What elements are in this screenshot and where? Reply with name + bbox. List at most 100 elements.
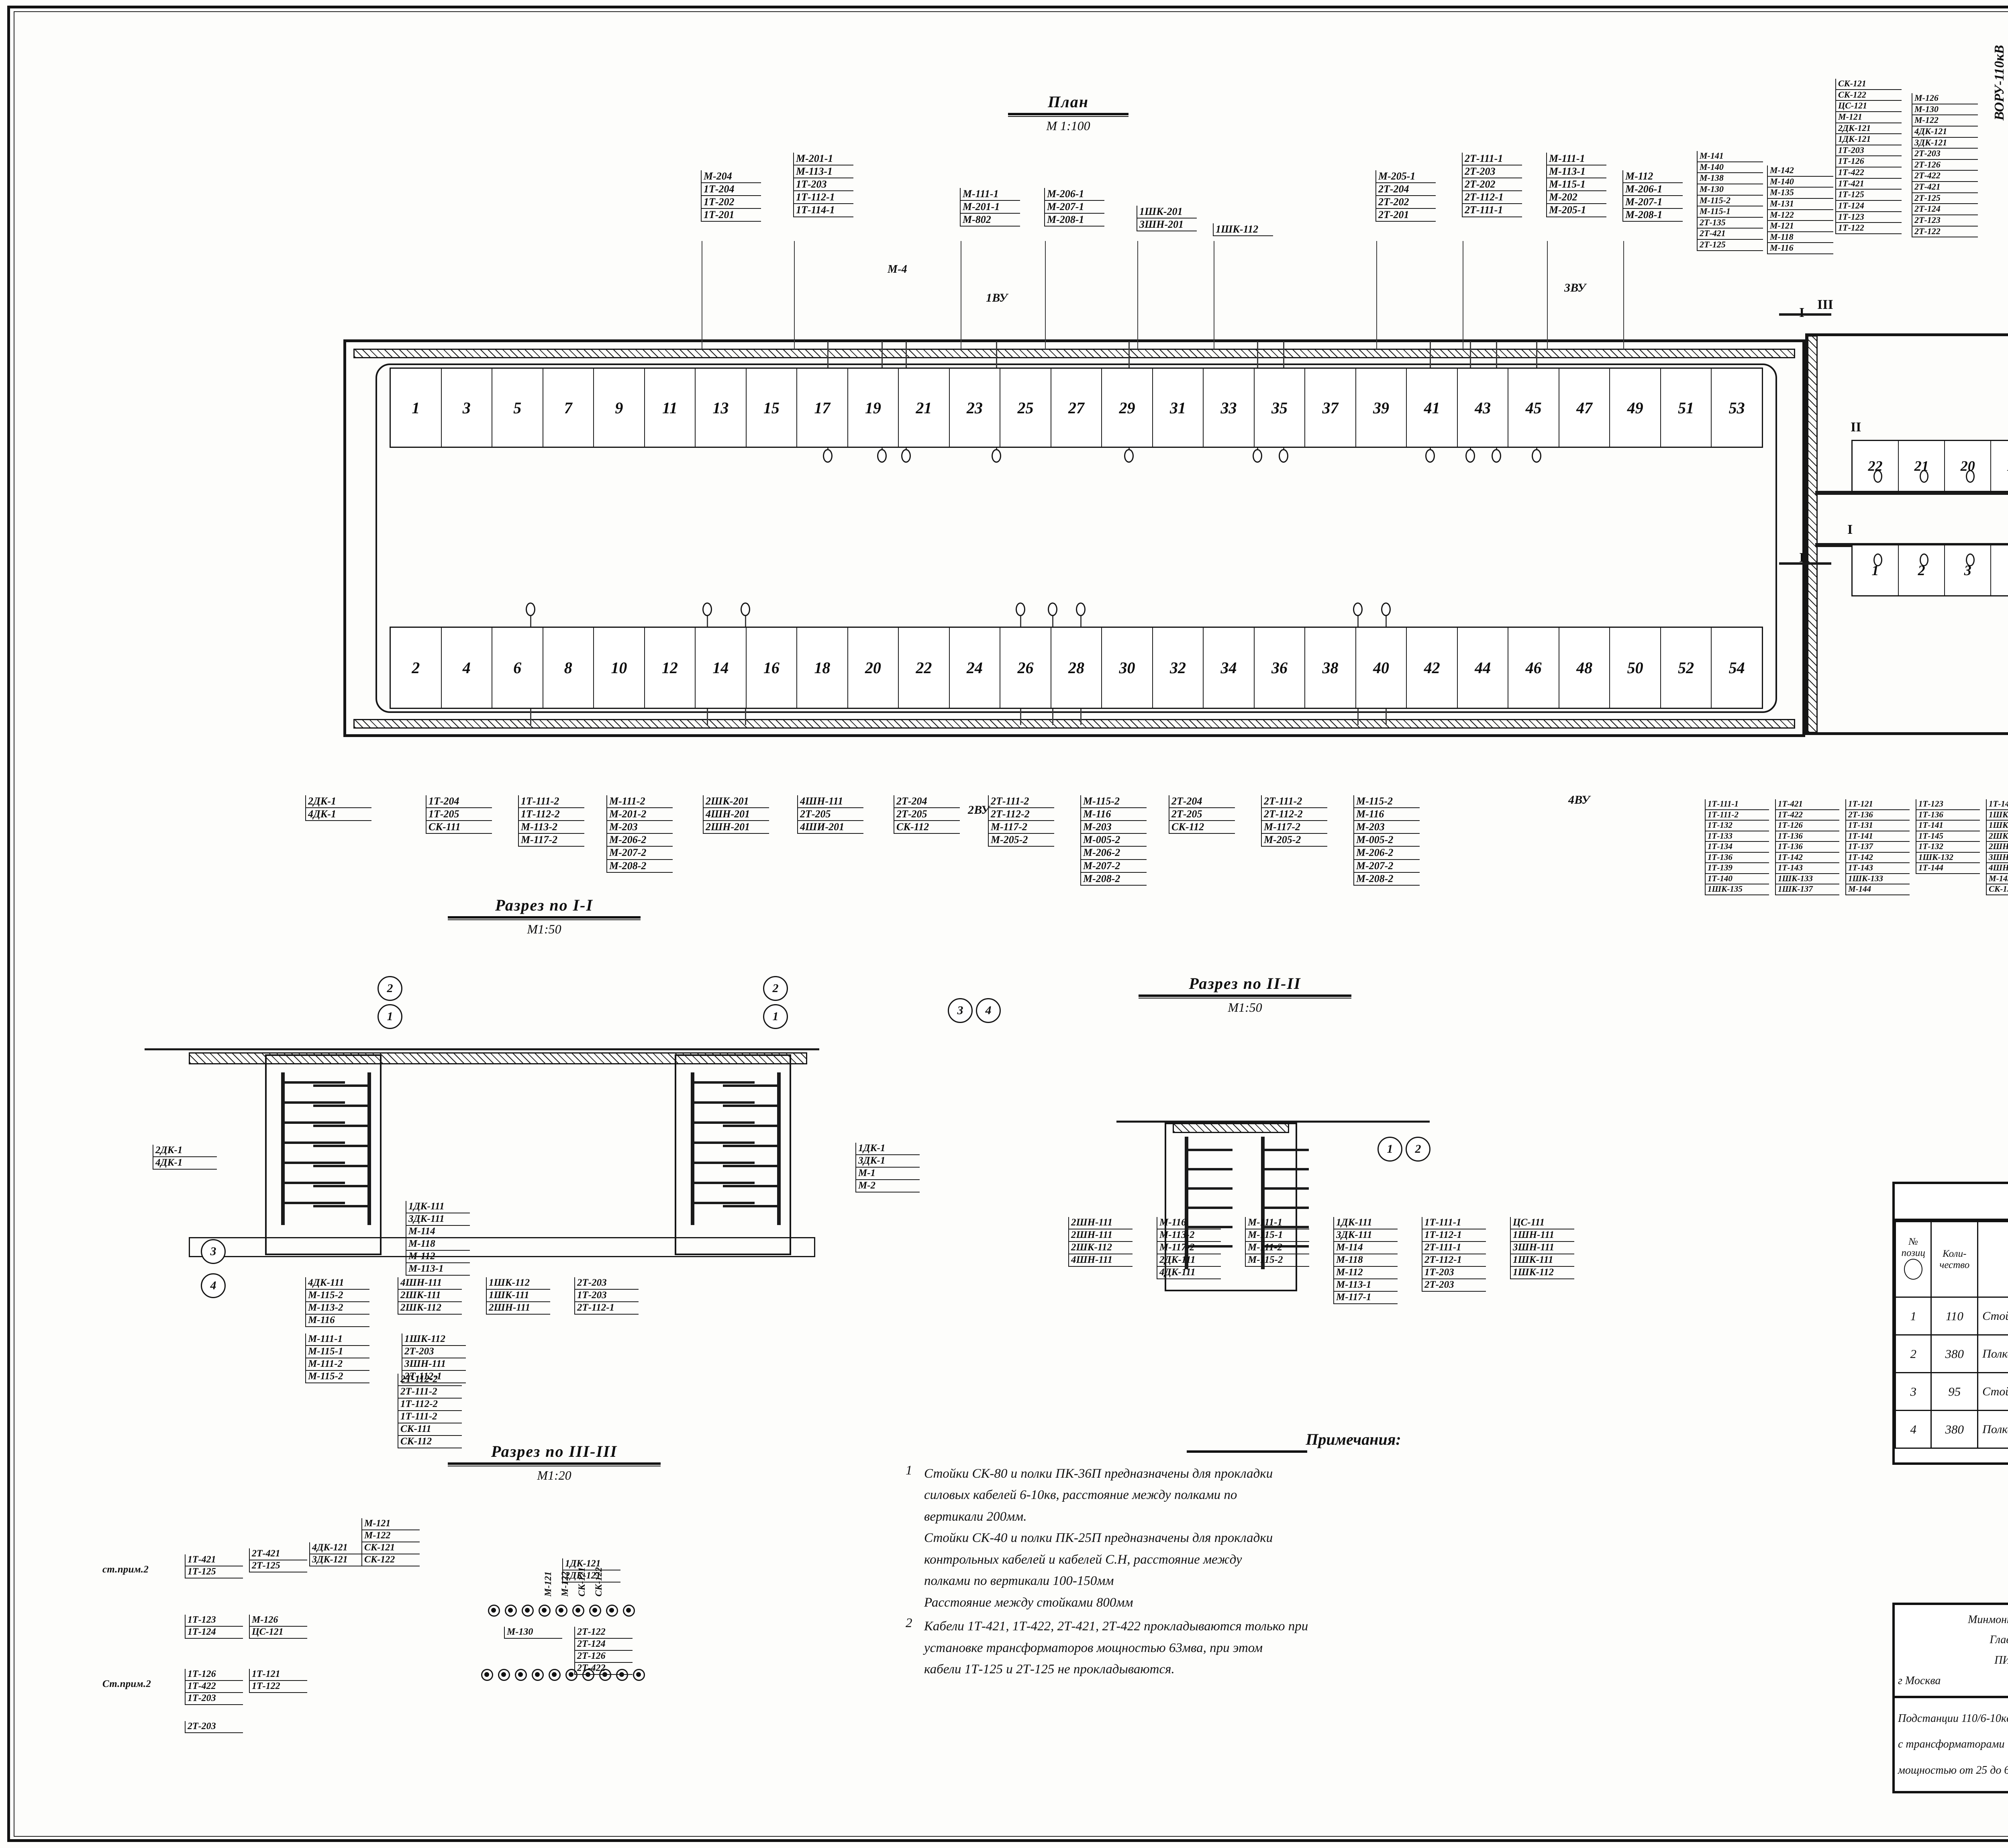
cable-designation: 2Т-112-1 — [1463, 191, 1522, 204]
cable-designation: 2ДК-111 — [1157, 1254, 1221, 1267]
plan-cell[interactable]: 30 — [1102, 628, 1153, 708]
cable-designation: 1Т-421 — [1836, 178, 1902, 190]
sheet-frame-inner — [14, 11, 2008, 1837]
label-leader — [1376, 241, 1377, 349]
plan-cell[interactable]: 38 — [1305, 628, 1356, 708]
plan-cell[interactable]: 22 — [899, 628, 950, 708]
plan-cell[interactable]: 39 — [1356, 369, 1407, 447]
plan-cell[interactable]: 37 — [1305, 369, 1356, 447]
plan-cell[interactable]: 36 — [1255, 628, 1306, 708]
plan-cell[interactable]: 46 — [1508, 628, 1559, 708]
cable-designation: 1Т-126 — [1836, 156, 1902, 167]
plan-cell[interactable]: 45 — [1508, 369, 1559, 447]
plan-cell[interactable]: 1 — [1853, 545, 1899, 595]
cable-designation: М-207-2 — [1081, 860, 1147, 873]
plan-cell[interactable]: 43 — [1458, 369, 1509, 447]
cable-designation: 3ДК-111 — [406, 1213, 470, 1226]
cable-designation: СК-122 — [1836, 90, 1902, 101]
cable-core — [626, 1608, 631, 1613]
plan-cell[interactable]: 5 — [492, 369, 543, 447]
plan-cell[interactable]: 47 — [1559, 369, 1610, 447]
plan-cell[interactable]: 4 — [1991, 545, 2008, 595]
cable-designation: 1ДК-121 — [1836, 134, 1902, 145]
plan-cell[interactable]: 20 — [848, 628, 899, 708]
cable-designation: М-208-2 — [1081, 873, 1147, 886]
plan-cell[interactable]: 2 — [1899, 545, 1945, 595]
plan-cell[interactable]: 34 — [1204, 628, 1255, 708]
subject-box: Подстанции 110/6-10кв с трансформаторами… — [1895, 1698, 2008, 1791]
plan-cell[interactable]: 21 — [1899, 441, 1945, 491]
plan-cell[interactable]: 22 — [1853, 441, 1899, 491]
cable-designation: 2ШК-112 — [1069, 1242, 1133, 1254]
cable-designation: 2Т-126 — [575, 1651, 633, 1663]
specification-row: 395Стойка кабельная СК-80К 1521,6152 — [1894, 1372, 2008, 1411]
plan-cell[interactable]: 28 — [1051, 628, 1102, 708]
sec2-pos-marker-1: 1 — [1377, 1137, 1402, 1162]
cable-rack-shelf — [313, 1165, 369, 1167]
plan-cell[interactable]: 27 — [1051, 369, 1102, 447]
plan-cell[interactable]: 26 — [1000, 628, 1051, 708]
plan-cell[interactable]: 19 — [1991, 441, 2008, 491]
plan-cell[interactable]: 29 — [1102, 369, 1153, 447]
plan-cell[interactable]: 16 — [747, 628, 798, 708]
plan-cell[interactable]: 23 — [950, 369, 1001, 447]
plan-cell[interactable]: 41 — [1407, 369, 1458, 447]
plan-cell[interactable]: 3 — [1945, 545, 1992, 595]
section-2-title-text: Разрез по II-II — [1189, 974, 1301, 992]
specification-cell-pos: 4 — [1894, 1410, 1932, 1449]
plan-cell[interactable]: 4 — [442, 628, 493, 708]
plan-cell[interactable]: 24 — [950, 628, 1001, 708]
cable-cross-section — [555, 1605, 567, 1617]
cable-designation: 2Т-204 — [894, 795, 960, 809]
plan-cell[interactable]: 52 — [1661, 628, 1712, 708]
plan-cell[interactable]: 53 — [1728, 398, 1745, 417]
cable-designation: М-113-2 — [519, 821, 584, 834]
plan-cell[interactable]: 6 — [492, 628, 543, 708]
plan-cell[interactable]: 48 — [1559, 628, 1610, 708]
plan-cell[interactable]: 17 — [797, 369, 848, 447]
plan-cell[interactable]: 32 — [1153, 628, 1204, 708]
plan-cell[interactable]: 13 — [696, 369, 747, 447]
plan-cell[interactable]: 15 — [747, 369, 798, 447]
plan-cell[interactable]: 31 — [1153, 369, 1204, 447]
plan-cell[interactable]: 10 — [594, 628, 645, 708]
plan-cell[interactable]: 35 — [1255, 369, 1306, 447]
cable-designation: 1Т-123 — [186, 1615, 243, 1627]
plan-cell[interactable]: 49 — [1610, 369, 1661, 447]
cable-designation: М-205-1 — [1376, 170, 1436, 184]
plan-cell[interactable]: 25 — [1000, 369, 1051, 447]
plan-cell[interactable]: 44 — [1458, 628, 1509, 708]
plan-cell[interactable]: 9 — [594, 369, 645, 447]
cable-designation: СК-122 — [362, 1554, 420, 1566]
plan-cell[interactable]: 7 — [543, 369, 594, 447]
plan-cell[interactable]: 3 — [442, 369, 493, 447]
cable-designation: 2Т-112-1 — [402, 1371, 466, 1383]
plan-cell[interactable]: 14 — [696, 628, 747, 708]
notes-heading-rule — [1187, 1450, 1307, 1453]
cable-designation: М-204 — [702, 170, 761, 184]
plan-cell[interactable]: 18 — [797, 628, 848, 708]
plan-cell[interactable]: 8 — [543, 628, 594, 708]
plan-cell[interactable]: 19 — [848, 369, 899, 447]
plan-cell[interactable]: 11 — [645, 369, 696, 447]
cable-designation: М-206-1 — [1045, 188, 1104, 201]
cable-designation: 4ДК-111 — [306, 1277, 369, 1290]
cable-designation: 2Т-112-2 — [398, 1374, 462, 1386]
plan-cell[interactable]: 12 — [645, 628, 696, 708]
plan-cell[interactable]: 54 — [1728, 659, 1745, 677]
plan-cell[interactable]: 21 — [899, 369, 950, 447]
plan-cell[interactable]: 1 — [391, 369, 442, 447]
cable-designation: 4ДК-121 — [310, 1542, 367, 1554]
plan-cell[interactable]: 40 — [1356, 628, 1407, 708]
plan-cell[interactable]: 51 — [1661, 369, 1712, 447]
cable-designation: М-112 — [1623, 170, 1683, 184]
plan-cell[interactable]: 20 — [1945, 441, 1992, 491]
plan-cell[interactable]: 42 — [1407, 628, 1458, 708]
plan-cell[interactable]: 33 — [1204, 369, 1255, 447]
plan-cell[interactable]: 2 — [391, 628, 442, 708]
plan-cell[interactable]: 50 — [1610, 628, 1661, 708]
